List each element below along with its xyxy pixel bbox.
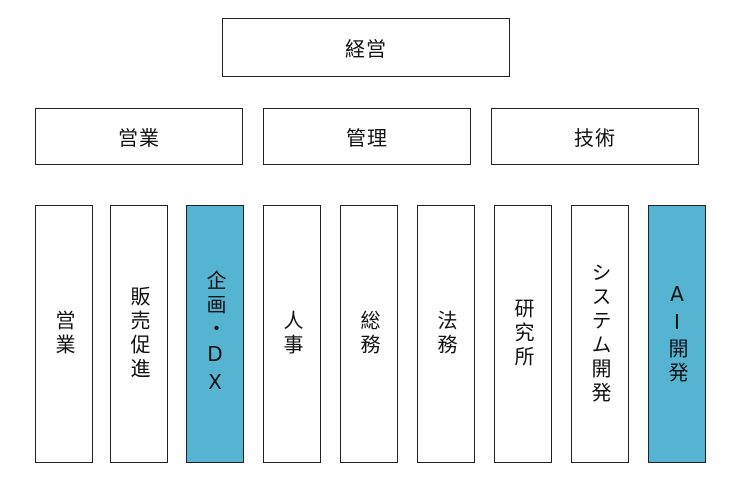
bottom-box-sales: 営業 — [35, 205, 93, 463]
bottom-box-planning-dx: 企画・DX — [186, 205, 244, 463]
bottom-box-human-resources: 人事 — [263, 205, 321, 463]
bottom-box-label: 販売促進 — [127, 286, 151, 382]
middle-box-sales: 営業 — [35, 108, 243, 165]
top-box-management: 経営 — [222, 18, 510, 77]
bottom-box-sales-promotion: 販売促進 — [110, 205, 168, 463]
bottom-box-label: AI開発 — [665, 282, 689, 386]
bottom-box-research-lab: 研究所 — [494, 205, 552, 463]
bottom-box-system-development: システム開発 — [571, 205, 629, 463]
bottom-box-legal: 法務 — [417, 205, 475, 463]
bottom-box-label: 人事 — [280, 310, 304, 358]
bottom-box-label: 法務 — [434, 310, 458, 358]
bottom-box-ai-development: AI開発 — [648, 205, 706, 463]
bottom-box-general-affairs: 総務 — [340, 205, 398, 463]
bottom-box-label: 総務 — [357, 310, 381, 358]
middle-box-administration: 管理 — [263, 108, 471, 165]
bottom-box-label: 営業 — [52, 310, 76, 358]
top-box-label: 経営 — [345, 37, 387, 61]
bottom-box-label: システム開発 — [588, 262, 612, 406]
bottom-box-label: 研究所 — [511, 298, 535, 370]
middle-box-label: 営業 — [118, 126, 160, 150]
bottom-box-label: 企画・DX — [203, 270, 227, 398]
middle-box-label: 管理 — [346, 126, 388, 150]
middle-box-technology: 技術 — [491, 108, 699, 165]
middle-box-label: 技術 — [574, 126, 616, 150]
